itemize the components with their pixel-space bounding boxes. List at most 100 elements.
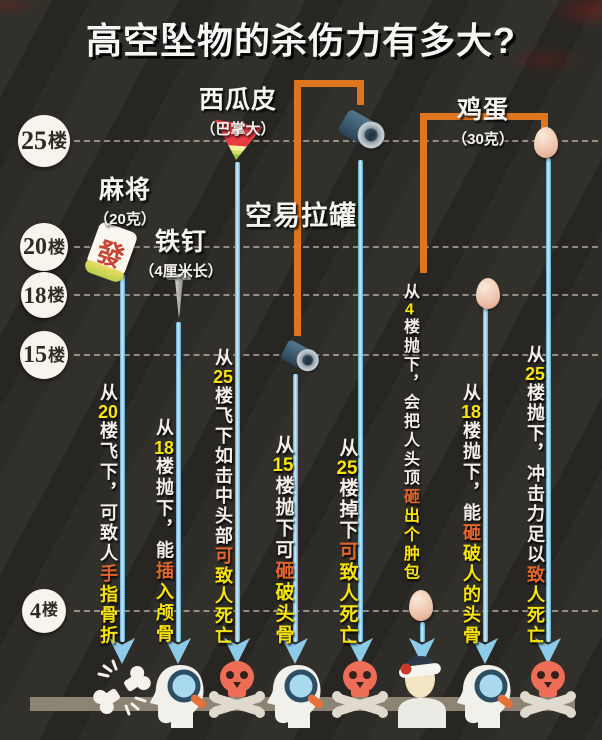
- can-bracket-horizontal: [294, 80, 364, 87]
- caption-text: 指骨折: [98, 584, 118, 646]
- caption-text: 楼抛下，能: [461, 421, 481, 524]
- caption-text: 致: [525, 565, 545, 586]
- floor-suffix: 楼: [48, 345, 65, 365]
- fall-arrow-shaft-2: [176, 322, 181, 642]
- label-egg: 鸡蛋 （30克）: [403, 90, 563, 149]
- caption-text: 手: [98, 564, 118, 585]
- pierced-skull-head-icon: [265, 660, 325, 728]
- nail-icon: [166, 274, 192, 280]
- egg-bracket-vertical: [420, 113, 427, 273]
- caption-text: 从: [336, 438, 358, 459]
- floor-line-20: [74, 246, 598, 248]
- pierced-skull-head-icon: [148, 660, 208, 728]
- caption-text: 砸: [401, 488, 418, 507]
- floor-line-4: [74, 610, 598, 612]
- egg-spec: （30克）: [452, 131, 514, 148]
- caption-floor-number: 25: [213, 368, 233, 386]
- floor-suffix: 楼: [47, 130, 67, 152]
- fall-arrow-shaft-3: [235, 162, 240, 642]
- bandaged-head-person-icon: [390, 654, 454, 728]
- floor-number: 25: [20, 126, 47, 155]
- fall-caption-2: 从18楼抛下，能插入颅骨: [154, 418, 174, 658]
- fall-arrow-shaft-5: [358, 160, 363, 642]
- nail-spec: （4厘米长）: [139, 263, 223, 280]
- egg-icon-18f: [476, 278, 500, 309]
- fall-caption-7: 从18楼抛下，能砸破人的头骨: [461, 383, 481, 658]
- label-watermelon: 西瓜皮 （巴掌大）: [158, 80, 318, 139]
- nail-name: 铁钉: [154, 228, 207, 256]
- skull-crossbones-icon: [518, 658, 578, 728]
- caption-text: 致人死亡: [336, 562, 358, 646]
- egg-name: 鸡蛋: [456, 96, 509, 124]
- watermelon-name: 西瓜皮: [198, 86, 277, 114]
- caption-text: 楼抛下可: [272, 475, 294, 561]
- label-nail: 铁钉 （4厘米长）: [101, 222, 261, 281]
- floor-number: 15: [23, 342, 47, 368]
- fall-caption-4: 从15楼抛下可砸破头骨: [272, 435, 294, 658]
- caption-text: 插: [154, 561, 174, 583]
- can-bracket-vertical: [294, 80, 301, 336]
- floor-line-25: [74, 140, 598, 142]
- egg-bracket-horizontal: [420, 113, 548, 120]
- caption-text: 砸: [461, 523, 481, 544]
- floor-suffix: 楼: [47, 285, 65, 305]
- nail-shaft: [175, 279, 183, 318]
- label-can: 空易拉罐: [221, 194, 381, 233]
- egg-icon-25f: [534, 127, 558, 158]
- caption-text: 楼飞下如击中头部: [213, 386, 233, 546]
- caption-text: 人死亡: [525, 585, 545, 646]
- caption-text: 可: [213, 546, 233, 566]
- watermelon-spec: （巴掌大）: [200, 121, 276, 138]
- caption-text: 致人死亡: [213, 566, 233, 646]
- caption-text: 从: [272, 435, 294, 457]
- floor-suffix: 楼: [41, 602, 58, 619]
- caption-floor-number: 4: [405, 301, 414, 318]
- egg-icon-4f: [409, 590, 433, 621]
- floor-number: 4: [29, 598, 41, 623]
- fall-arrow-shaft-6: [420, 622, 425, 642]
- caption-floor-number: 18: [154, 438, 174, 457]
- floor-number: 20: [23, 234, 47, 260]
- fall-arrow-shaft-1: [120, 274, 125, 642]
- caption-text: 可: [336, 541, 358, 562]
- caption-text: 楼抛下，会把人头顶: [401, 317, 418, 489]
- fall-caption-3: 从25楼飞下如击中头部可致人死亡: [213, 348, 233, 658]
- caption-text: 楼飞下，可致人: [98, 421, 118, 565]
- caption-text: 从: [98, 383, 118, 404]
- egg-bracket-stub: [541, 113, 548, 130]
- caption-text: 楼抛下，能: [154, 456, 174, 562]
- caption-text: 出个肿包: [401, 506, 418, 583]
- caption-floor-number: 18: [461, 403, 481, 422]
- caption-text: 从: [213, 348, 233, 368]
- caption-text: 从: [525, 345, 545, 366]
- can-bracket-stub: [357, 80, 364, 105]
- caption-floor-number: 20: [98, 403, 118, 422]
- mahjong-name: 麻将: [98, 176, 151, 204]
- caption-text: 入颅骨: [154, 582, 174, 646]
- fall-arrow-shaft-4: [293, 374, 298, 642]
- floor-suffix: 楼: [48, 237, 65, 257]
- broken-bone-icon: [88, 654, 156, 720]
- mahjong-spec: （20克）: [94, 211, 156, 228]
- caption-floor-number: 25: [336, 459, 358, 478]
- fall-arrow-shaft-8: [546, 158, 551, 642]
- caption-text: 破人的头骨: [461, 543, 481, 646]
- skull-crossbones-icon: [207, 658, 267, 728]
- floor-line-15: [74, 354, 598, 356]
- caption-text: 从: [461, 383, 481, 404]
- label-mahjong: 麻将 （20克）: [45, 170, 205, 229]
- caption-text: 从: [401, 283, 418, 302]
- caption-floor-number: 25: [525, 365, 545, 384]
- fall-arrow-shaft-7: [483, 308, 488, 642]
- can-name: 空易拉罐: [245, 201, 357, 231]
- can-icon-25f: [334, 105, 392, 159]
- caption-floor-number: 15: [272, 456, 294, 476]
- caption-text: 砸: [272, 560, 294, 582]
- floor-number: 18: [23, 282, 47, 308]
- caption-text: 楼抛下，冲击力足以: [525, 383, 545, 566]
